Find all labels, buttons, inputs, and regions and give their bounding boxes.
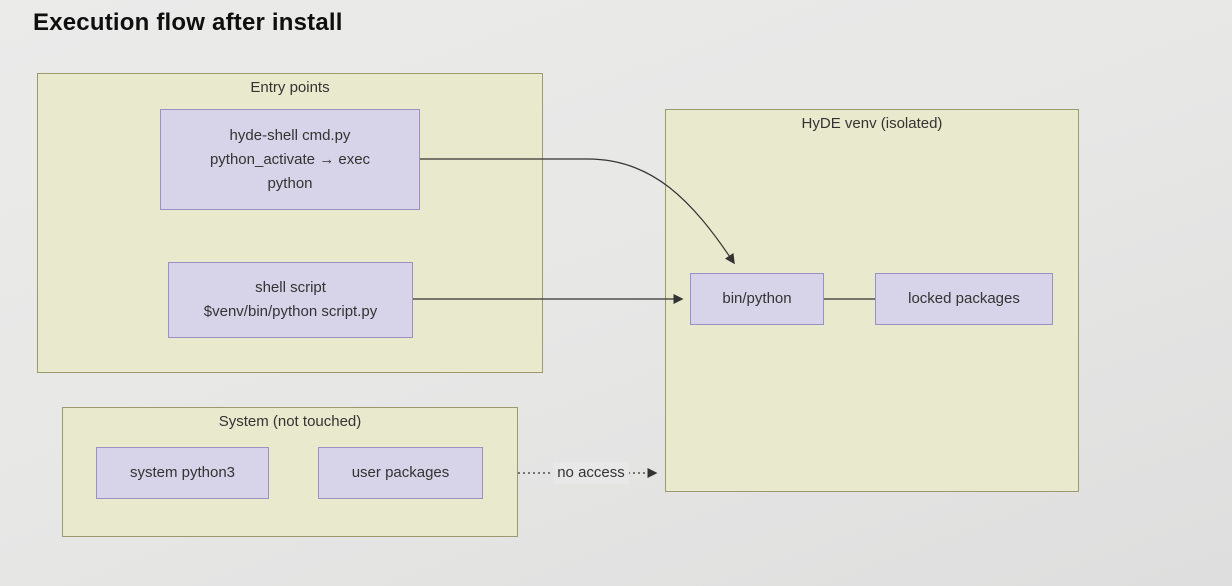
node-locked-packages: locked packages bbox=[875, 273, 1053, 325]
node-bin-python: bin/python bbox=[690, 273, 824, 325]
cluster-entry-points-label: Entry points bbox=[250, 79, 330, 96]
node-shell-script: shell script $venv/bin/python script.py bbox=[168, 262, 413, 338]
cluster-hyde-venv-label: HyDE venv (isolated) bbox=[801, 115, 943, 132]
node-hyde-shell-cmd-line2: python_activate → exec bbox=[209, 150, 371, 168]
node-bin-python-label: bin/python bbox=[722, 290, 792, 307]
node-user-packages: user packages bbox=[318, 447, 483, 499]
node-hyde-shell-cmd-line1: hyde-shell cmd.py bbox=[229, 126, 351, 144]
node-system-python3-label: system python3 bbox=[129, 464, 236, 481]
node-user-packages-label: user packages bbox=[351, 464, 450, 481]
page-title: Execution flow after install bbox=[33, 9, 343, 36]
cluster-system-label: System (not touched) bbox=[218, 413, 362, 430]
node-locked-packages-label: locked packages bbox=[908, 290, 1020, 307]
node-system-python3: system python3 bbox=[96, 447, 269, 499]
node-hyde-shell-cmd-line3: python bbox=[267, 174, 313, 192]
node-shell-script-line2: $venv/bin/python script.py bbox=[203, 303, 378, 320]
node-hyde-shell-cmd: hyde-shell cmd.py python_activate → exec… bbox=[160, 109, 420, 210]
node-shell-script-line1: shell script bbox=[255, 279, 326, 296]
edge-label-no-access: no access bbox=[553, 462, 629, 484]
